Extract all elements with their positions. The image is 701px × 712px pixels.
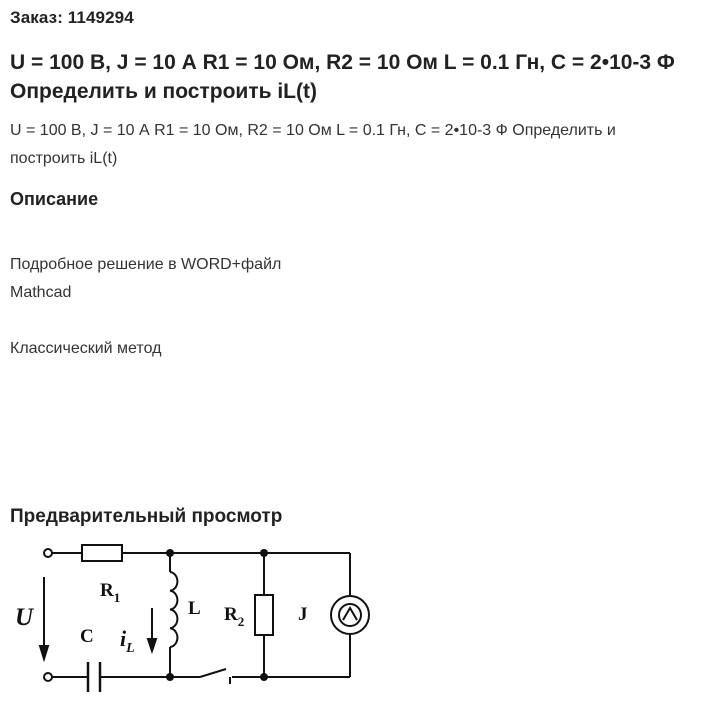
label-l: L [188, 598, 201, 619]
capacitor-c [86, 662, 102, 692]
label-c: C [80, 626, 94, 647]
terminals [43, 548, 53, 682]
page-title: U = 100 В, J = 10 А R1 = 10 Ом, R2 = 10 … [10, 51, 675, 103]
current-source-j [330, 595, 370, 635]
circuit-wires [52, 552, 351, 678]
description-paragraph-2: Классический метод [10, 340, 162, 357]
label-u: U [15, 604, 35, 631]
preview-heading: Предварительный просмотр [10, 506, 283, 527]
switch [199, 668, 231, 684]
label-j: J [298, 604, 308, 625]
circuit-diagram: R1 U C iL L R2 J [15, 544, 370, 692]
voltage-arrow-icon [38, 577, 50, 663]
junction-dots [166, 549, 268, 681]
label-r1: R1 [100, 580, 120, 605]
inductor-l [169, 571, 179, 648]
lead-text: U = 100 В, J = 10 А R1 = 10 Ом, R2 = 10 … [10, 122, 616, 167]
label-r2: R2 [224, 604, 244, 629]
label-il: iL [120, 626, 135, 656]
order-number: Заказ: 1149294 [10, 8, 134, 27]
description-paragraph-1: Подробное решение в WORD+файл Mathcad [10, 256, 282, 301]
current-arrow-icon [146, 608, 158, 655]
resistor-r2 [254, 594, 274, 636]
description-heading: Описание [10, 189, 99, 209]
resistor-r1 [81, 544, 123, 562]
description-body: Подробное решение в WORD+файл Mathcad Кл… [10, 251, 310, 363]
